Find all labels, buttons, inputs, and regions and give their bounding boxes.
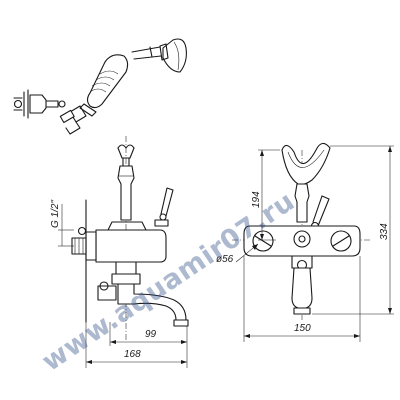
watermark-text: www.aquamir07.ru bbox=[37, 186, 301, 378]
mixer-side-view bbox=[71, 136, 189, 340]
mixer-front-view bbox=[232, 142, 372, 320]
dim-diameter: ø56 bbox=[216, 254, 234, 265]
dim-width-front: 150 bbox=[294, 323, 311, 334]
dim-thread: G 1/2" bbox=[50, 200, 61, 228]
dimensions: G 1/2" 99 168 ø56 194 334 bbox=[50, 145, 394, 368]
dim-height-total: 334 bbox=[379, 223, 390, 240]
dim-depth-spout: 99 bbox=[145, 329, 157, 340]
dim-depth-total: 168 bbox=[124, 349, 141, 360]
dim-height-upper: 194 bbox=[251, 191, 262, 208]
hand-shower bbox=[13, 38, 187, 135]
